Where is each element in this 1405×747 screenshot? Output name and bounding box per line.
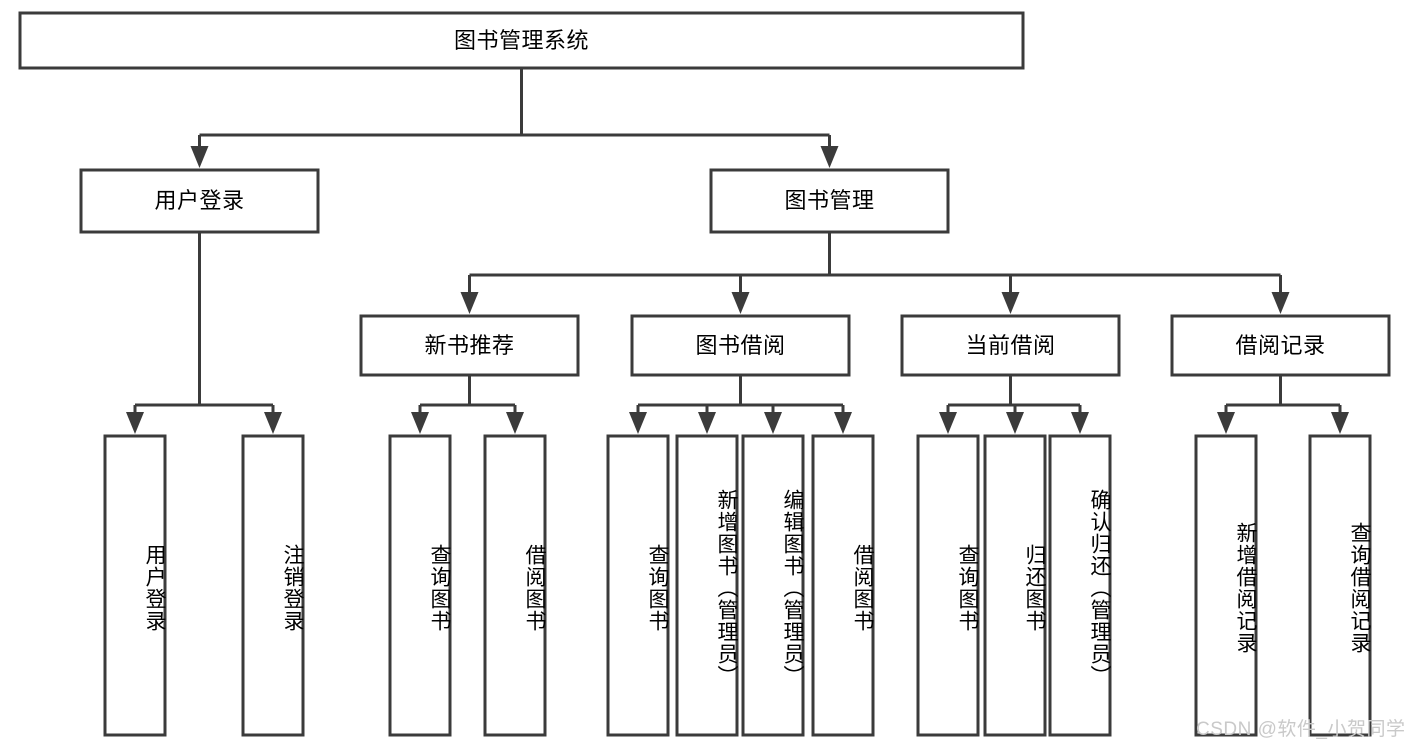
arrow-head-icon-leaf-return-book — [1006, 412, 1024, 434]
node-box-leaf-return-book[interactable] — [983, 434, 1047, 737]
connectors-layer — [126, 68, 1349, 434]
csdn-watermark: CSDN @软件_小贺同学 — [1196, 719, 1405, 740]
node-box-leaf-query-record[interactable] — [1308, 434, 1372, 737]
arrow-head-icon-leaf-confirm-return — [1071, 412, 1089, 434]
arrow-head-icon-leaf-query-book-1 — [411, 412, 429, 434]
node-box-leaf-user-logout[interactable] — [241, 434, 305, 737]
node-box-book-borrow[interactable] — [630, 314, 851, 377]
node-box-leaf-user-login[interactable] — [103, 434, 167, 737]
node-box-user-login[interactable] — [79, 168, 320, 234]
node-box-leaf-add-record[interactable] — [1194, 434, 1258, 737]
node-box-leaf-query-book-2[interactable] — [606, 434, 670, 737]
arrow-head-icon-borrow-record — [1271, 292, 1290, 314]
node-box-leaf-borrow-book-2[interactable] — [811, 434, 875, 737]
arrow-head-icon-leaf-query-book-2 — [629, 412, 647, 434]
node-box-root[interactable] — [18, 11, 1025, 70]
arrow-head-icon-leaf-query-book-3 — [939, 412, 957, 434]
arrow-head-icon-new-book-recommend — [460, 292, 479, 314]
arrow-head-icon-leaf-add-record — [1217, 412, 1235, 434]
arrow-head-icon-leaf-add-book — [698, 412, 716, 434]
node-box-new-book-recommend[interactable] — [359, 314, 580, 377]
arrow-head-icon-user-login — [190, 146, 209, 168]
node-box-leaf-confirm-return[interactable] — [1048, 434, 1112, 737]
arrow-head-icon-current-borrow — [1001, 292, 1020, 314]
node-box-leaf-borrow-book-1[interactable] — [483, 434, 547, 737]
node-box-leaf-query-book-1[interactable] — [388, 434, 452, 737]
arrow-head-icon-leaf-edit-book — [764, 412, 782, 434]
node-box-current-borrow[interactable] — [900, 314, 1121, 377]
boxes-layer — [18, 11, 1391, 737]
arrow-head-icon-leaf-borrow-book-2 — [834, 412, 852, 434]
node-box-leaf-edit-book[interactable] — [741, 434, 805, 737]
arrow-head-icon-leaf-query-record — [1331, 412, 1349, 434]
arrow-head-icon-leaf-user-logout — [264, 412, 282, 434]
arrow-head-icon-book-borrow — [731, 292, 750, 314]
node-box-leaf-add-book[interactable] — [675, 434, 739, 737]
node-box-leaf-query-book-3[interactable] — [916, 434, 980, 737]
node-box-borrow-record[interactable] — [1170, 314, 1391, 377]
arrow-head-icon-book-manage — [820, 146, 839, 168]
node-box-book-manage[interactable] — [709, 168, 950, 234]
arrow-head-icon-leaf-user-login — [126, 412, 144, 434]
arrow-head-icon-leaf-borrow-book-1 — [506, 412, 524, 434]
